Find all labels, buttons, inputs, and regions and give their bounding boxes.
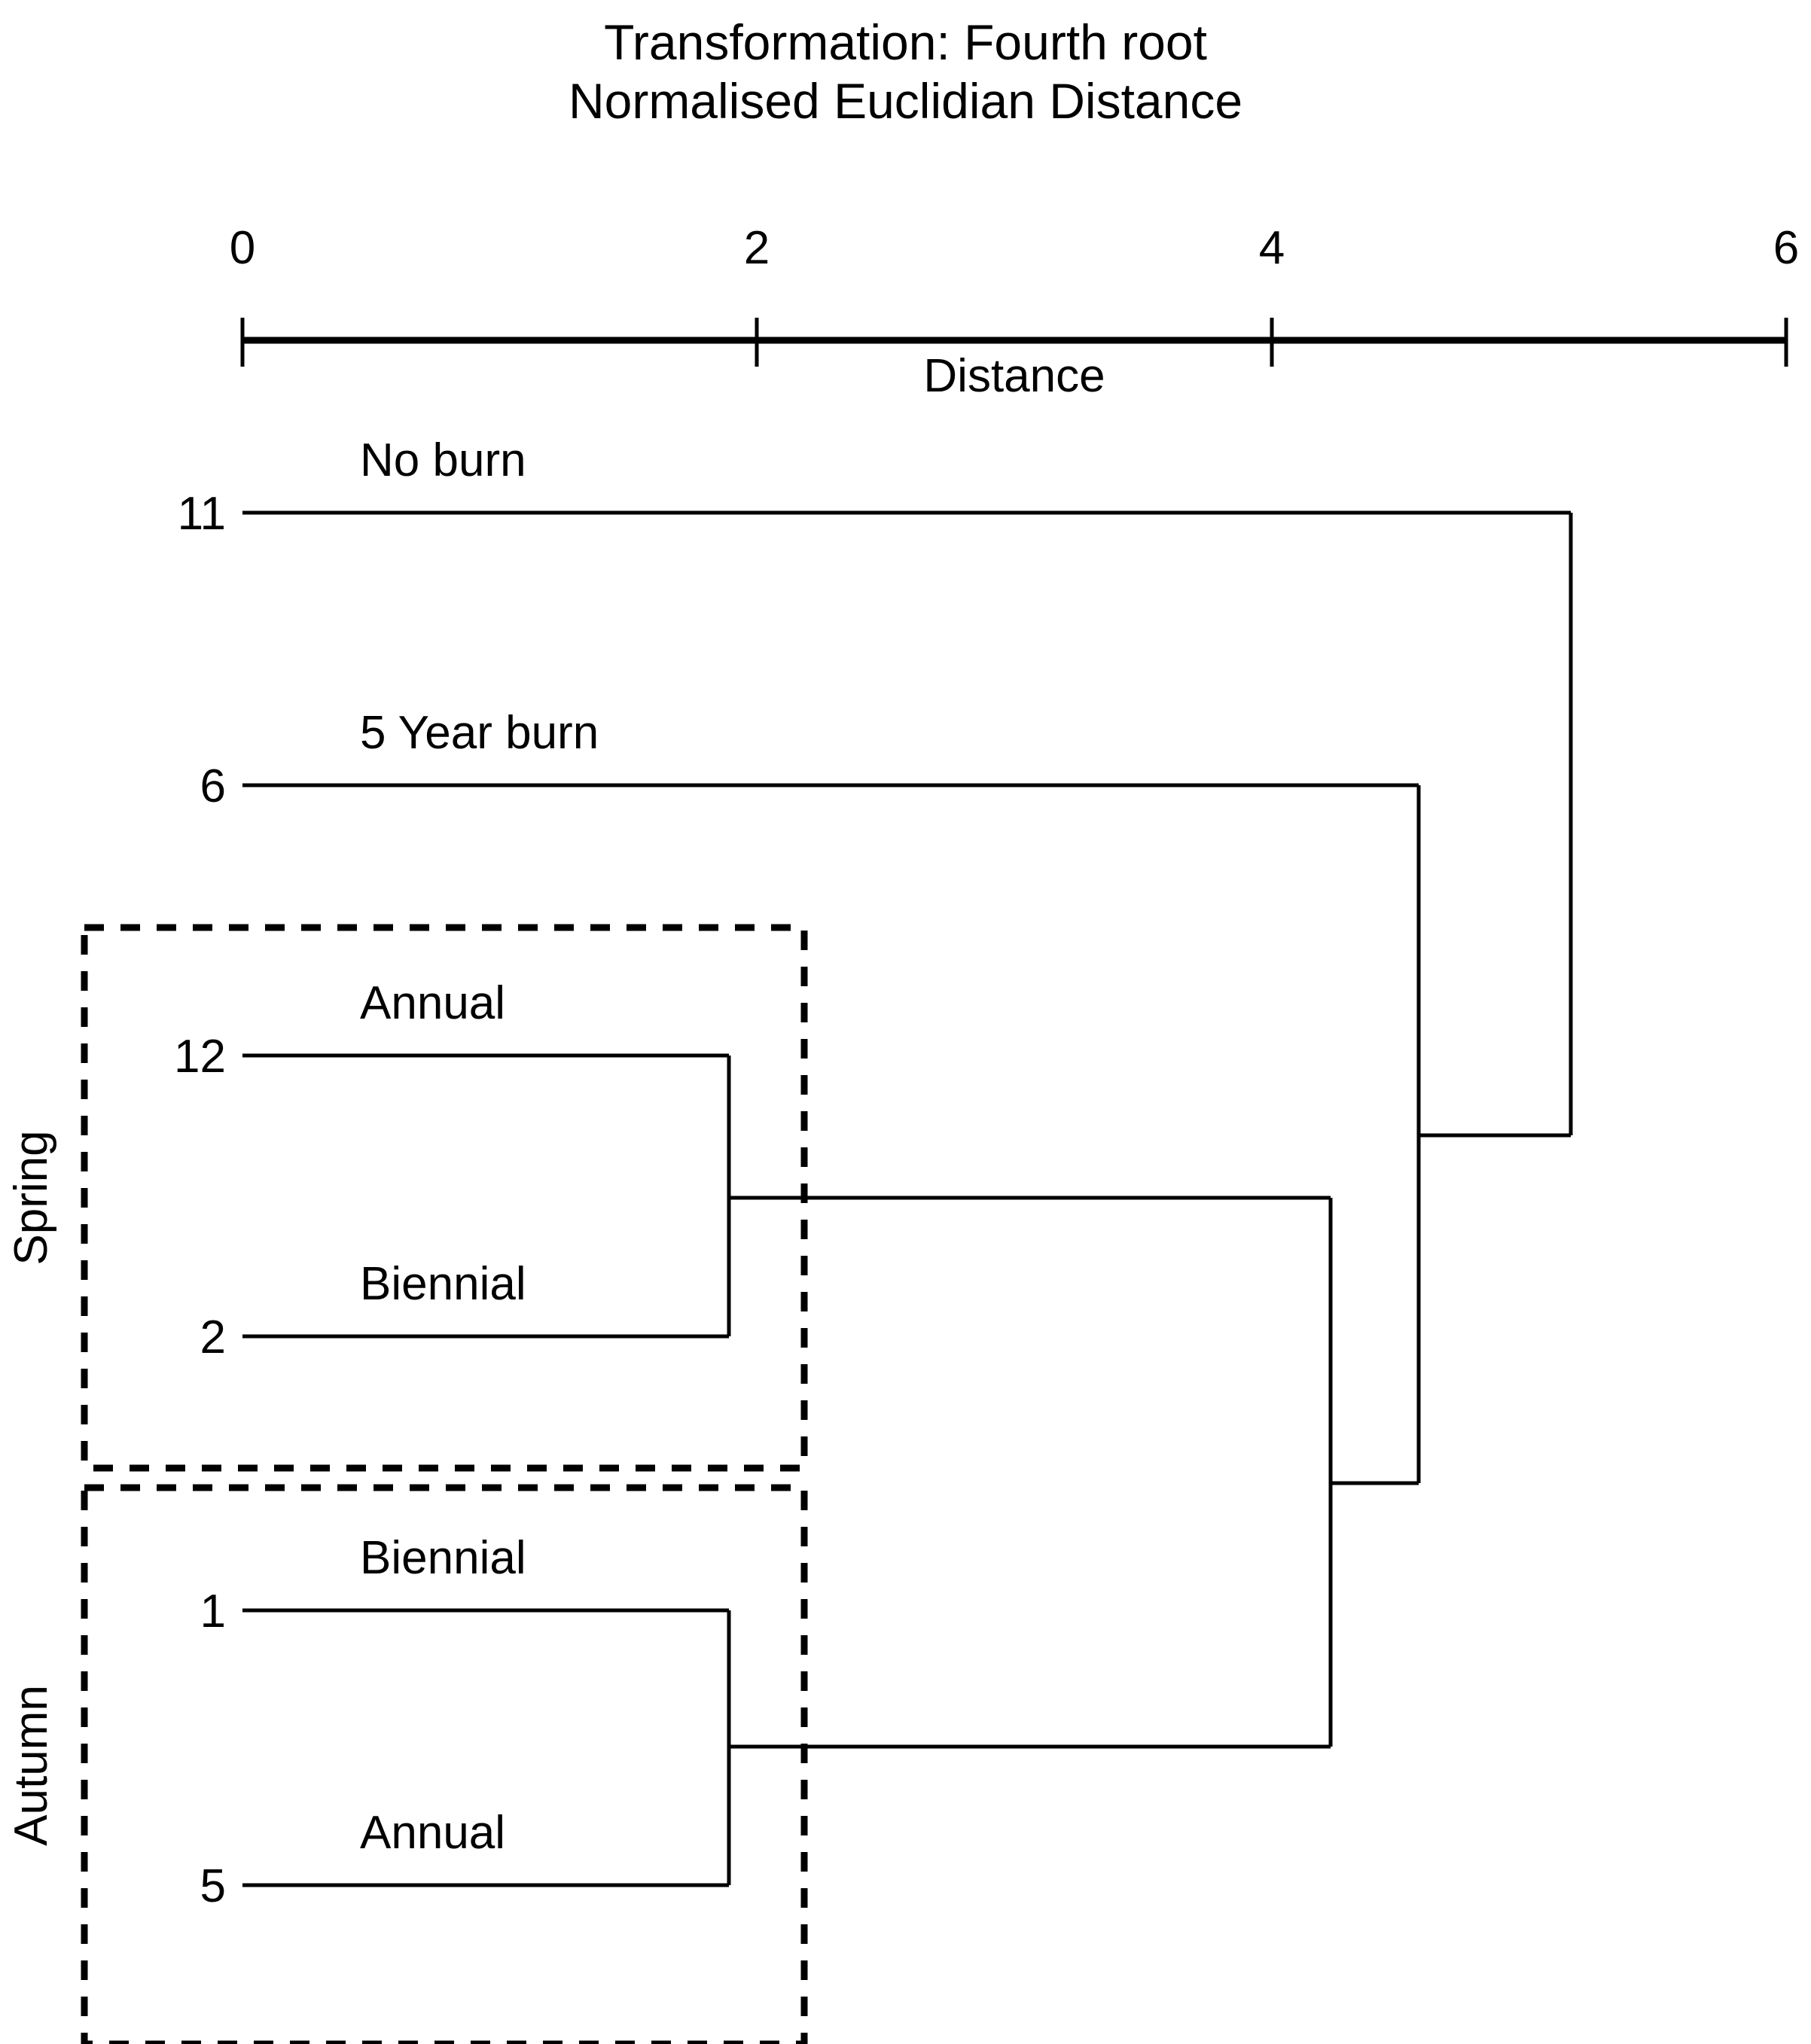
leaf-id-12: 12: [174, 1031, 226, 1083]
title-line-distance-measure: Normalised Euclidian Distance: [568, 72, 1243, 129]
leaf-label-12: Annual: [360, 977, 505, 1029]
leaf-label-2: Biennial: [360, 1258, 526, 1310]
leaf-id-5: 5: [200, 1860, 226, 1912]
leaf-label-6: 5 Year burn: [360, 707, 599, 759]
group-label-spring: Spring: [5, 1130, 57, 1265]
axis-tick-label-0: 0: [230, 222, 255, 274]
leaf-id-6: 6: [200, 760, 226, 812]
axis-tick-label-2: 2: [744, 222, 770, 274]
leaf-id-2: 2: [200, 1311, 226, 1363]
group-label-autumn: Autumn: [5, 1685, 57, 1846]
leaf-label-11: No burn: [360, 434, 526, 486]
dendrogram-tree: [242, 510, 1573, 1887]
axis-tick-label-6: 6: [1773, 222, 1799, 274]
title-line-transformation: Transformation: Fourth root: [604, 14, 1207, 70]
leaf-annotations: 11 No burn 6 5 Year burn 12 Annual 2 Bie…: [174, 434, 599, 1912]
figure-title: Transformation: Fourth root Normalised E…: [0, 14, 1811, 131]
leaf-label-1: Biennial: [360, 1532, 526, 1584]
leaf-label-5: Annual: [360, 1807, 505, 1859]
leaf-id-1: 1: [200, 1586, 226, 1637]
axis-title-distance: Distance: [923, 350, 1105, 402]
leaf-id-11: 11: [178, 488, 226, 540]
axis-tick-label-4: 4: [1259, 222, 1285, 274]
distance-axis: 0 2 4 6 Distance: [230, 222, 1799, 402]
